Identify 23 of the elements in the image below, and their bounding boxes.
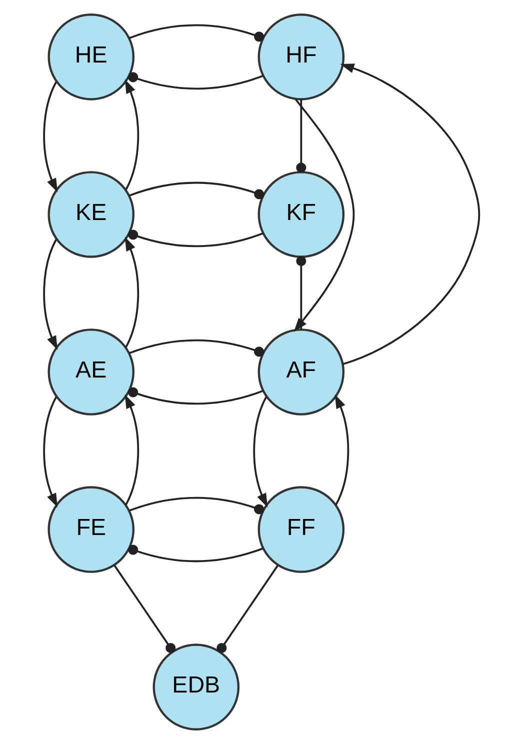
node-circle: HF bbox=[258, 14, 345, 100]
connector bbox=[296, 256, 306, 330]
arrow bbox=[124, 79, 140, 190]
arrow bbox=[124, 394, 140, 506]
connector bbox=[128, 496, 264, 514]
connector bbox=[128, 230, 264, 248]
arrow bbox=[340, 64, 480, 366]
arrow bbox=[43, 81, 58, 192]
connector bbox=[128, 72, 264, 90]
arrow bbox=[253, 396, 268, 508]
arrow bbox=[124, 236, 140, 348]
connector bbox=[114, 564, 176, 654]
arrow bbox=[43, 396, 58, 508]
connector bbox=[128, 339, 264, 357]
connector bbox=[296, 99, 306, 173]
connector bbox=[128, 544, 264, 562]
connector bbox=[128, 387, 264, 405]
connector bbox=[128, 24, 264, 42]
arrow bbox=[334, 394, 350, 506]
connector bbox=[128, 182, 264, 200]
arrow bbox=[43, 239, 58, 350]
connector bbox=[216, 564, 279, 654]
node-circle: KF bbox=[258, 171, 345, 258]
